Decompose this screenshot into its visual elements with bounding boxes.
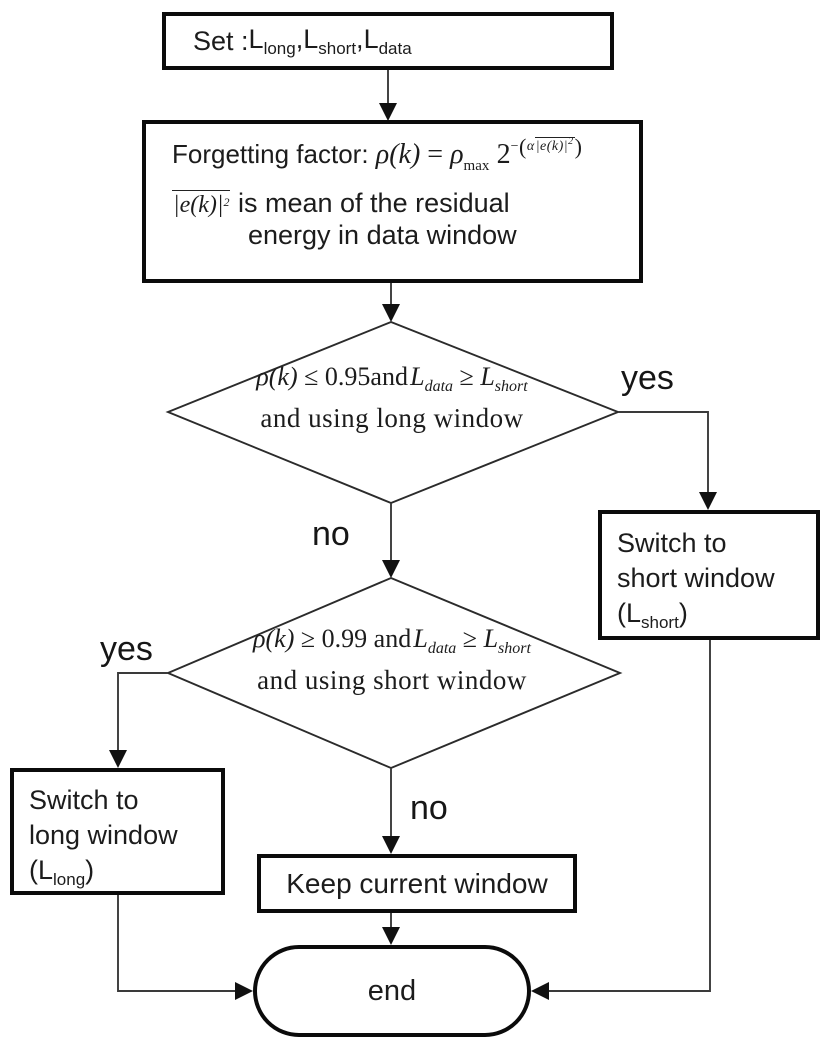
paren-close: ) [85, 855, 95, 886]
switch-long-line1: Switch to [29, 785, 139, 815]
param-sub: data [378, 38, 412, 58]
exp-minus: − [510, 139, 519, 154]
formula-line2: |e(k)|2 is mean of the residual [172, 188, 633, 219]
decision1-condition: ρ(k) ≤ 0.95and Ldata ≥ Lshort [167, 362, 617, 396]
decision2-no-label: no [410, 789, 448, 827]
switch-long-line2: long window [29, 820, 178, 851]
decision1-yes-label: yes [621, 359, 674, 397]
window-sub: short [641, 613, 679, 633]
d2-l2: L [483, 624, 499, 653]
d1-l1: L [410, 362, 425, 391]
window-sub: long [53, 870, 86, 890]
forgetting-factor-box: Forgetting factor: ρ(k) = ρmax 2−(α|e(k)… [142, 120, 643, 283]
d1-l2-sub: short [494, 378, 528, 395]
d2-l2-sub: short [498, 640, 531, 657]
decision1-no-label: no [312, 515, 350, 553]
d1-rho: ρ(k) [256, 362, 298, 391]
d2-op2: ≥ [456, 624, 484, 653]
switch-short-line1: Switch to [617, 528, 727, 558]
arrow-formula-to-decision1 [382, 283, 400, 322]
desc-term: |e(k)| [173, 192, 224, 218]
set-param-short: Lshort, [303, 24, 363, 59]
formula-exponent: −(α|e(k)|2) [510, 134, 583, 159]
paren-close: ) [678, 598, 688, 629]
exp-mean-term: |e(k)|2 [534, 136, 575, 154]
arrow-decision1-yes [618, 411, 717, 510]
set-parameters-box: Set : Llong, Lshort, Ldata [162, 12, 614, 70]
param-sep: , [356, 23, 364, 54]
arrow-decision2-yes [109, 672, 168, 768]
arrow-keep-to-end [382, 913, 400, 945]
d2-and: and [373, 624, 412, 653]
formula-equals: = [420, 139, 451, 170]
arrow-switchlong-to-end [117, 895, 253, 1000]
param-base: L [363, 23, 379, 54]
formula-pow-base: 2 [496, 139, 511, 170]
exp-term-sup: 2 [568, 136, 574, 147]
switch-long-line3: (Llong) [29, 853, 215, 891]
arrow-set-to-formula [379, 70, 397, 121]
switch-long-window-box: Switch to long window (Llong) [10, 768, 225, 895]
decision2-line2: and using short window [257, 665, 527, 695]
end-label: end [367, 974, 417, 1007]
formula-line3: energy in data window [172, 220, 633, 251]
switch-short-line2: short window [617, 563, 775, 594]
d1-value: 0.95 [324, 362, 371, 391]
exp-open-paren: ( [519, 134, 527, 159]
exp-alpha: α [526, 139, 535, 154]
end-terminal: end [253, 945, 531, 1037]
formula-rho-sub: max [463, 158, 490, 174]
desc-term-sup: 2 [223, 195, 230, 209]
keep-label: Keep current window [286, 867, 548, 899]
d1-and: and [370, 362, 408, 391]
d2-value: 0.99 [321, 624, 368, 653]
d2-l1-sub: data [427, 640, 457, 657]
decision2-text: ρ(k) ≥ 0.99 and Ldata ≥ Lshort and using… [167, 624, 617, 696]
arrow-switchshort-to-end [531, 640, 711, 1000]
formula-lhs: ρ(k) [375, 139, 421, 170]
set-label: Set : [193, 25, 249, 56]
paren-open: (L [617, 598, 642, 629]
exp-term: |e(k)| [535, 139, 569, 154]
arrow-decision2-no [382, 768, 400, 854]
d1-op1: ≤ [297, 362, 325, 391]
switch-short-line3: (Lshort) [617, 596, 808, 634]
decision2-yes-label: yes [100, 630, 153, 668]
arrow-decision1-no [382, 503, 400, 578]
formula-desc-line2: energy in data window [248, 220, 517, 250]
switch-short-window-box: Switch to short window (Lshort) [598, 510, 820, 640]
set-param-long: Llong, [249, 24, 304, 59]
param-base: L [248, 23, 264, 54]
exp-close-paren: ) [574, 134, 583, 159]
d1-l1-sub: data [424, 378, 454, 395]
formula-label: Forgetting factor: [172, 139, 376, 169]
decision1-text: ρ(k) ≤ 0.95and Ldata ≥ Lshort and using … [167, 362, 617, 434]
mean-energy-term: |e(k)|2 [172, 190, 231, 218]
d2-rho: ρ(k) [253, 624, 295, 653]
formula-line1: Forgetting factor: ρ(k) = ρmax 2−(α|e(k)… [172, 134, 633, 175]
formula-desc-line1: is mean of the residual [230, 188, 510, 218]
param-sep: , [295, 23, 304, 54]
param-sub: short [318, 38, 357, 58]
keep-current-window-box: Keep current window [257, 854, 577, 913]
decision1-line2: and using long window [260, 403, 524, 433]
d2-l1: L [413, 624, 428, 653]
d1-op2: ≥ [453, 362, 481, 391]
paren-open: (L [29, 855, 54, 886]
param-base: L [303, 23, 319, 54]
param-sub: long [263, 38, 296, 58]
formula-rho: ρ [450, 139, 464, 170]
decision2-condition: ρ(k) ≥ 0.99 and Ldata ≥ Lshort [167, 624, 617, 658]
d1-l2: L [480, 362, 495, 391]
d2-op1: ≥ [294, 624, 322, 653]
set-param-data: Ldata [364, 24, 412, 59]
